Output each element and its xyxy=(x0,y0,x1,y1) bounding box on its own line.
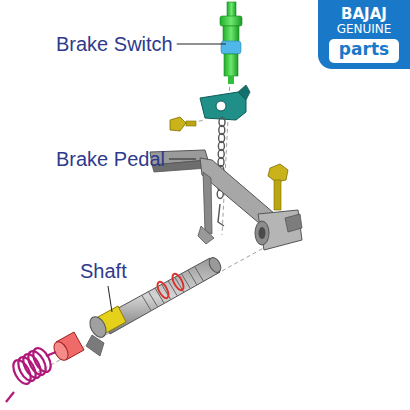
brake-switch xyxy=(220,2,242,84)
pivot-bolt xyxy=(268,164,288,210)
brand-logo: BAJAJGENUINE parts xyxy=(318,0,410,69)
brake-pedal xyxy=(150,150,302,250)
bracket-bolt xyxy=(170,117,196,131)
bush xyxy=(51,332,84,363)
return-coil-spring xyxy=(6,345,56,402)
brand-text: BAJAJ xyxy=(322,6,406,23)
part-name: Brake Switch xyxy=(56,33,173,55)
o-ring xyxy=(155,272,186,300)
brand-tag: parts xyxy=(329,39,399,63)
switch-bracket xyxy=(200,85,250,120)
part-name: Shaft xyxy=(80,260,127,282)
assembly-axis xyxy=(38,80,300,372)
brand-tag-text: parts xyxy=(333,40,395,60)
brand-text: GENUINE xyxy=(322,23,406,37)
part-name: Brake Pedal xyxy=(56,148,165,170)
